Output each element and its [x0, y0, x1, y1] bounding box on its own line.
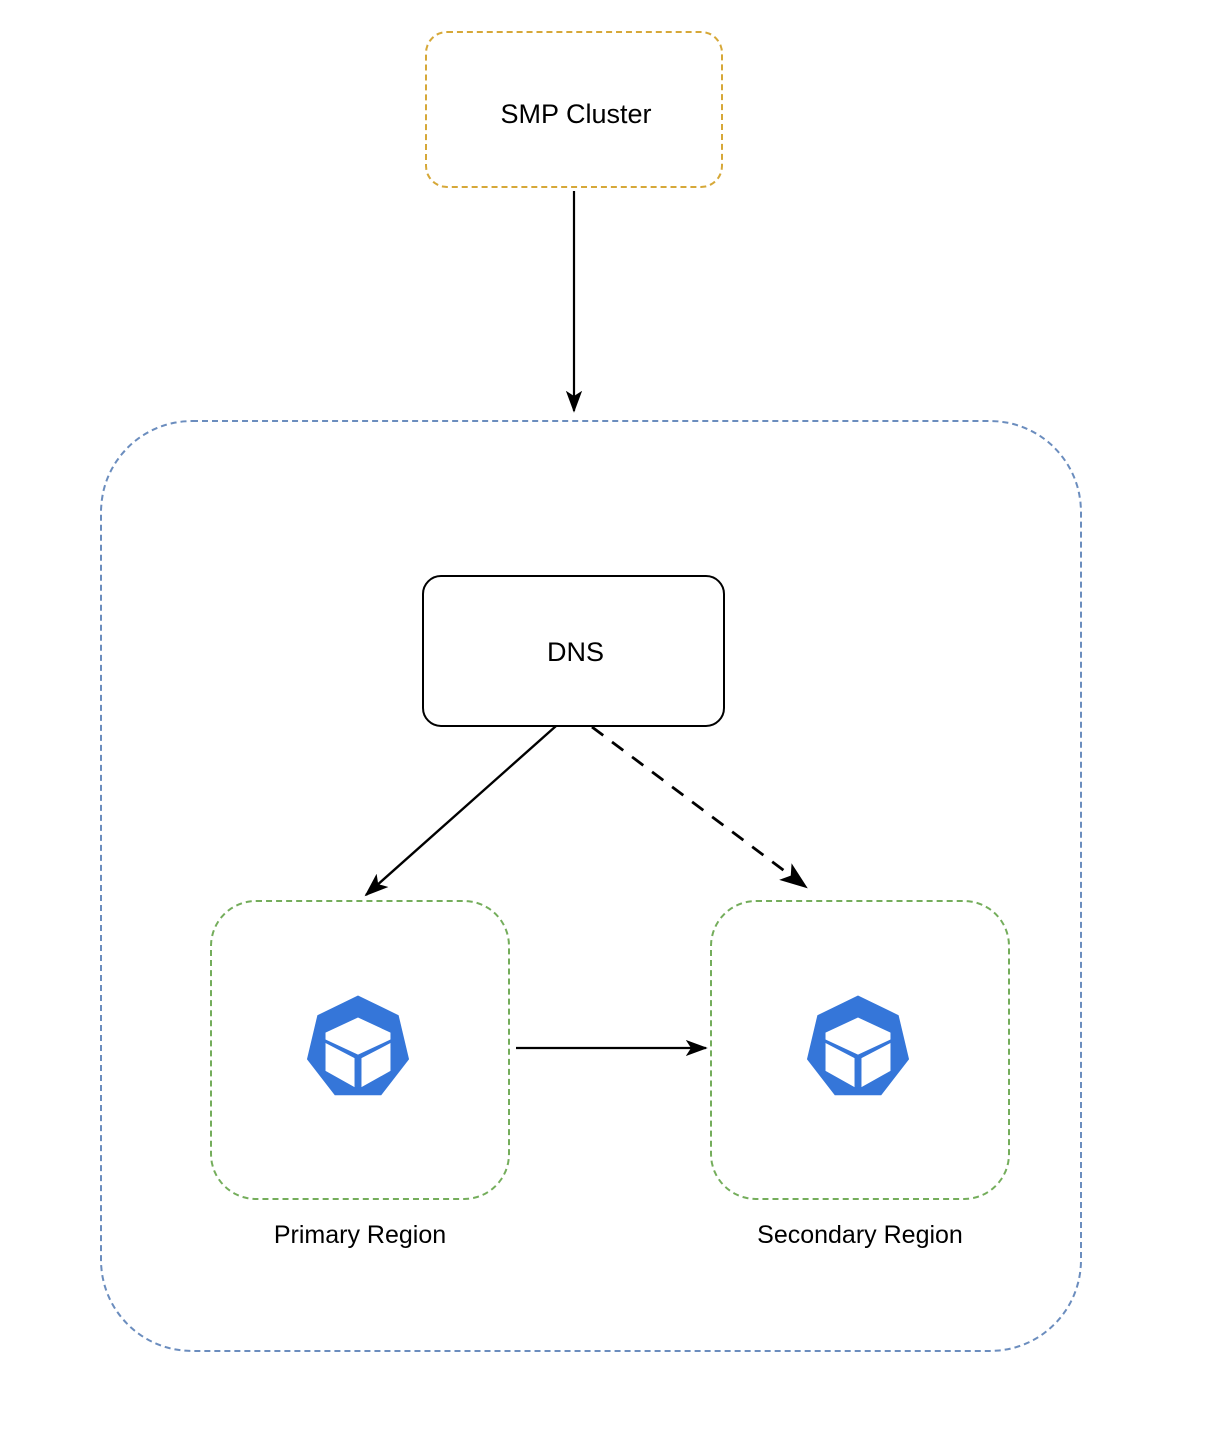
secondary-region-label: Secondary Region: [757, 1221, 963, 1249]
smp-cluster-label: SMP Cluster: [500, 99, 652, 129]
dns-box[interactable]: DNS: [422, 575, 725, 727]
outer-region-boundary[interactable]: [100, 420, 1082, 1352]
kubernetes-icon: [800, 992, 916, 1108]
primary-region-label: Primary Region: [273, 1221, 447, 1249]
secondary-region-box[interactable]: [710, 900, 1010, 1200]
kubernetes-icon: [300, 992, 416, 1108]
smp-cluster-box[interactable]: SMP Cluster: [425, 31, 723, 188]
dns-label: DNS: [546, 637, 604, 667]
primary-region-box[interactable]: [210, 900, 510, 1200]
